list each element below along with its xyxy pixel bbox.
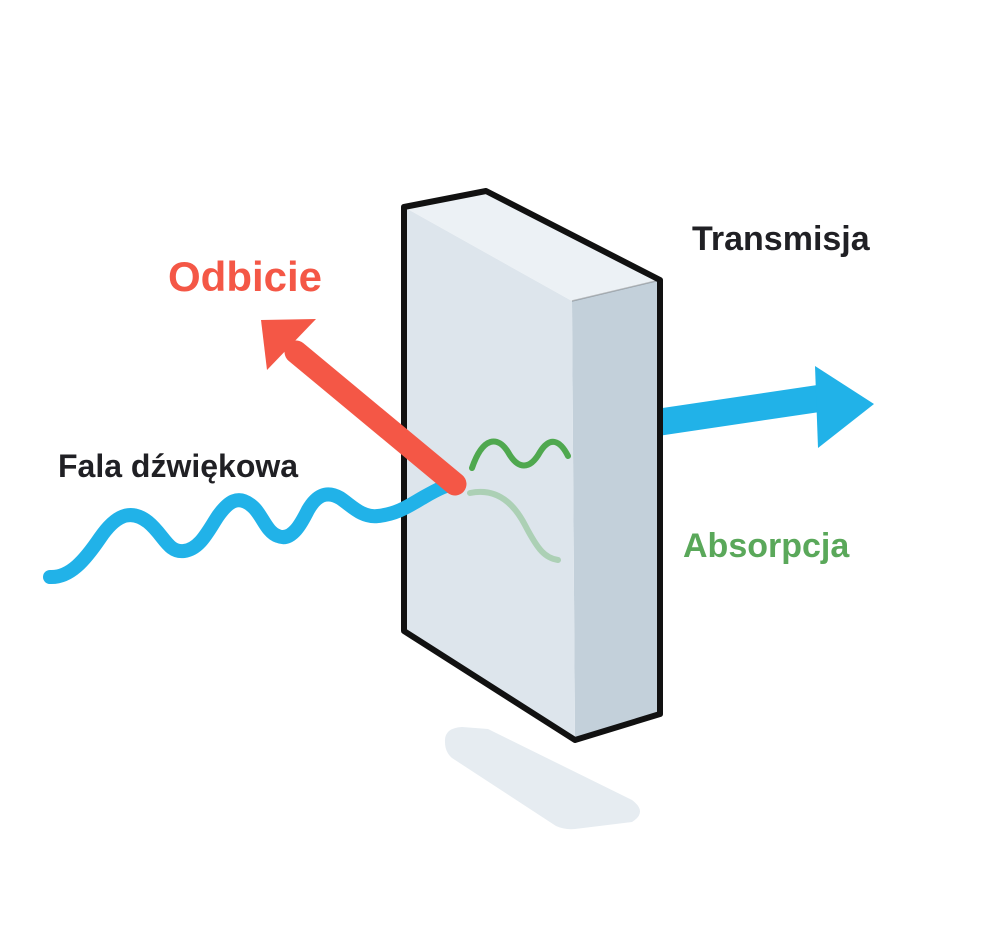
panel-shadow	[444, 727, 640, 830]
panel-edge	[571, 279, 661, 302]
reflection-arrow-head	[261, 319, 316, 370]
absorption-label: Absorpcja	[683, 527, 850, 565]
transmission-arrow-shaft	[638, 384, 824, 439]
panel-outline	[401, 188, 663, 743]
absorbed-wave-upper	[469, 438, 571, 471]
reflection-arrow-shaft	[284, 340, 467, 496]
panel-top-face	[404, 191, 660, 301]
reflection-label: Odbicie	[168, 253, 323, 300]
sound-wave	[43, 477, 463, 584]
transmission-arrow	[638, 366, 874, 448]
reflection-arrow	[261, 319, 467, 496]
transmission-arrow-head	[815, 366, 874, 448]
panel-front-face	[404, 207, 575, 740]
panel-side-face	[572, 280, 660, 740]
sound-wave-label: Fala dźwiękowa	[58, 448, 299, 484]
absorbed-wave-lower	[467, 488, 561, 563]
transmission-label: Transmisja	[692, 220, 870, 258]
